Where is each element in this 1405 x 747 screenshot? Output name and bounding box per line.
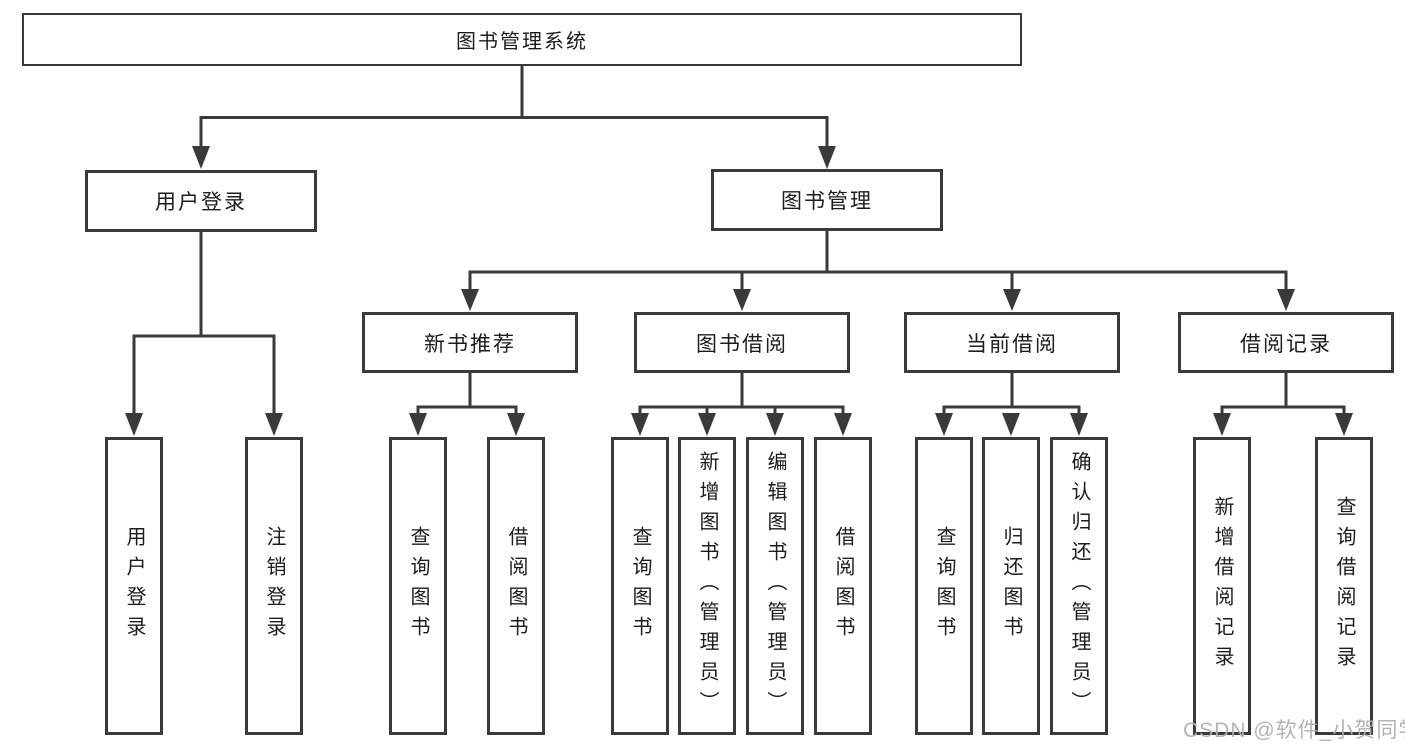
leaf-newbook-borrow-book-label: 借阅图书: [505, 526, 527, 646]
leaf-borrow-query-book-label: 查询图书: [629, 526, 651, 646]
leaf-borrow-add-book-admin: 新增图书（管理员）: [678, 437, 736, 735]
leaf-record-query-borrow-record-label: 查询借阅记录: [1333, 496, 1355, 676]
root-node-system: 图书管理系统: [22, 13, 1022, 66]
leaf-borrow-edit-book-admin-label: 编辑图书（管理员）: [764, 451, 786, 721]
node-book-borrow-label: 图书借阅: [696, 332, 788, 356]
leaf-borrow-borrow-book: 借阅图书: [814, 437, 872, 735]
node-new-book-recommend-label: 新书推荐: [424, 332, 516, 356]
leaf-newbook-query-book-label: 查询图书: [407, 526, 429, 646]
leaf-borrow-edit-book-admin: 编辑图书（管理员）: [746, 437, 804, 735]
leaf-newbook-borrow-book: 借阅图书: [487, 437, 545, 735]
node-new-book-recommend: 新书推荐: [362, 312, 578, 373]
leaf-current-return-book-label: 归还图书: [1000, 526, 1022, 646]
node-book-management-label: 图书管理: [781, 190, 873, 213]
root-node-label: 图书管理系统: [456, 31, 588, 53]
leaf-current-confirm-return-admin: 确认归还（管理员）: [1050, 437, 1108, 735]
node-current-borrow-label: 当前借阅: [966, 332, 1058, 356]
leaf-record-add-borrow-record-label: 新增借阅记录: [1211, 496, 1233, 676]
node-user-login: 用户登录: [85, 170, 317, 232]
leaf-borrow-query-book: 查询图书: [611, 437, 669, 735]
leaf-current-confirm-return-admin-label: 确认归还（管理员）: [1068, 451, 1090, 721]
leaf-borrow-borrow-book-label: 借阅图书: [832, 526, 854, 646]
csdn-watermark: CSDN @软件_小贺同学: [1183, 719, 1405, 742]
leaf-logout: 注销登录: [245, 437, 303, 735]
leaf-current-query-book: 查询图书: [915, 437, 973, 735]
leaf-user-login-label: 用户登录: [123, 526, 145, 646]
leaf-user-login: 用户登录: [105, 437, 163, 735]
leaf-current-return-book: 归还图书: [982, 437, 1040, 735]
arrowheads: [125, 146, 1353, 436]
node-user-login-label: 用户登录: [155, 191, 247, 214]
node-book-management: 图书管理: [711, 169, 943, 231]
node-borrow-record: 借阅记录: [1178, 312, 1394, 373]
node-current-borrow: 当前借阅: [904, 312, 1120, 373]
node-borrow-record-label: 借阅记录: [1240, 332, 1332, 356]
leaf-record-query-borrow-record: 查询借阅记录: [1315, 437, 1373, 735]
leaf-logout-label: 注销登录: [263, 526, 285, 646]
node-book-borrow: 图书借阅: [634, 312, 850, 373]
leaf-borrow-add-book-admin-label: 新增图书（管理员）: [696, 451, 718, 721]
leaf-record-add-borrow-record: 新增借阅记录: [1193, 437, 1251, 735]
leaf-newbook-query-book: 查询图书: [389, 437, 447, 735]
leaf-current-query-book-label: 查询图书: [933, 526, 955, 646]
